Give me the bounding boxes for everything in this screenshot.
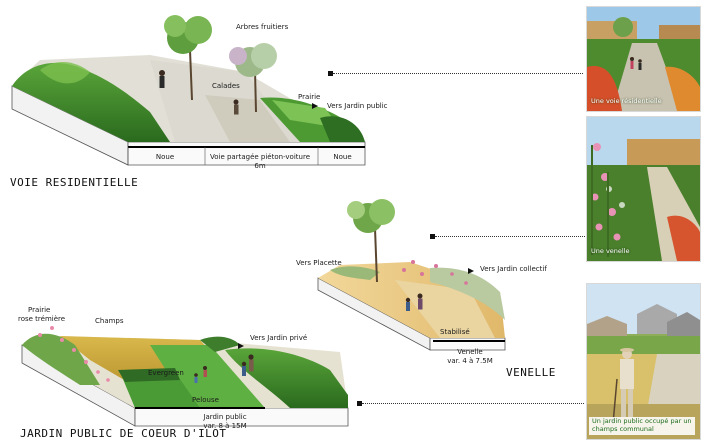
label-venelle-width: var. 4 à 7.5M xyxy=(447,357,493,365)
label-prairie-jardin: Prairie xyxy=(28,306,51,314)
voie-block xyxy=(11,15,366,166)
label-vers-jardin-prive: Vers Jardin privé xyxy=(250,334,308,342)
label-jardin-public-name: Jardin public xyxy=(203,413,247,421)
photo-jardin-public: Un jardin public occupé par un champs co… xyxy=(586,283,701,440)
arrow-vers-jardin-prive xyxy=(238,343,244,349)
photo-voie-image xyxy=(587,7,700,111)
title-voie-residentielle: VOIE RESIDENTIELLE xyxy=(10,176,139,189)
label-vers-jardin-public: Vers Jardin public xyxy=(327,102,388,110)
photo-jardin-caption-line2: champs communal xyxy=(592,424,654,433)
arrow-vers-jardin-collectif xyxy=(468,268,474,274)
label-pelouse: Pelouse xyxy=(192,396,219,404)
photo-jardin-image xyxy=(587,284,700,439)
label-voie-width: 6m xyxy=(254,162,266,170)
label-vers-jardin-collectif: Vers Jardin collectif xyxy=(480,265,547,273)
photo-venelle: Une venelle xyxy=(586,116,701,262)
label-arbres-fruitiers: Arbres fruitiers xyxy=(236,23,289,31)
connector-voie-start xyxy=(328,71,333,76)
label-vers-placette: Vers Placette xyxy=(296,259,342,267)
connector-venelle xyxy=(435,236,585,237)
label-calades: Calades xyxy=(212,82,240,90)
connector-voie xyxy=(333,73,583,74)
connector-jardin xyxy=(362,403,584,404)
connector-venelle-start xyxy=(430,234,435,239)
photo-jardin-caption: Un jardin public occupé par un champs co… xyxy=(589,417,695,435)
label-rose-tremiere: rose trémière xyxy=(18,315,66,323)
title-jardin-public: JARDIN PUBLIC DE COEUR D'ILOT xyxy=(20,427,227,440)
arrow-vers-jardin-public xyxy=(312,103,318,109)
label-venelle-name: Venelle xyxy=(457,348,483,356)
label-noue-left: Noue xyxy=(155,153,175,161)
photo-voie-residentielle: Une voie résidentielle xyxy=(586,6,701,112)
photo-voie-caption: Une voie résidentielle xyxy=(591,97,662,105)
photo-venelle-image xyxy=(587,117,700,261)
label-noue-right: Noue xyxy=(333,153,352,161)
label-stabilise: Stabilisé xyxy=(440,328,470,336)
jardin-block xyxy=(21,326,349,427)
photo-jardin-caption-line1: Un jardin public occupé par un xyxy=(592,417,692,425)
photo-venelle-caption: Une venelle xyxy=(591,247,630,255)
label-prairie: Prairie xyxy=(298,93,321,101)
connector-jardin-start xyxy=(357,401,362,406)
label-champs: Champs xyxy=(95,317,124,325)
title-venelle: VENELLE xyxy=(506,366,556,379)
label-evergreen: Evergreen xyxy=(148,369,184,377)
venelle-block xyxy=(317,199,506,351)
label-voie-partagee: Voie partagée piéton-voiture xyxy=(209,153,310,161)
label-jardin-public-width: var. 8 à 15M xyxy=(203,422,247,430)
